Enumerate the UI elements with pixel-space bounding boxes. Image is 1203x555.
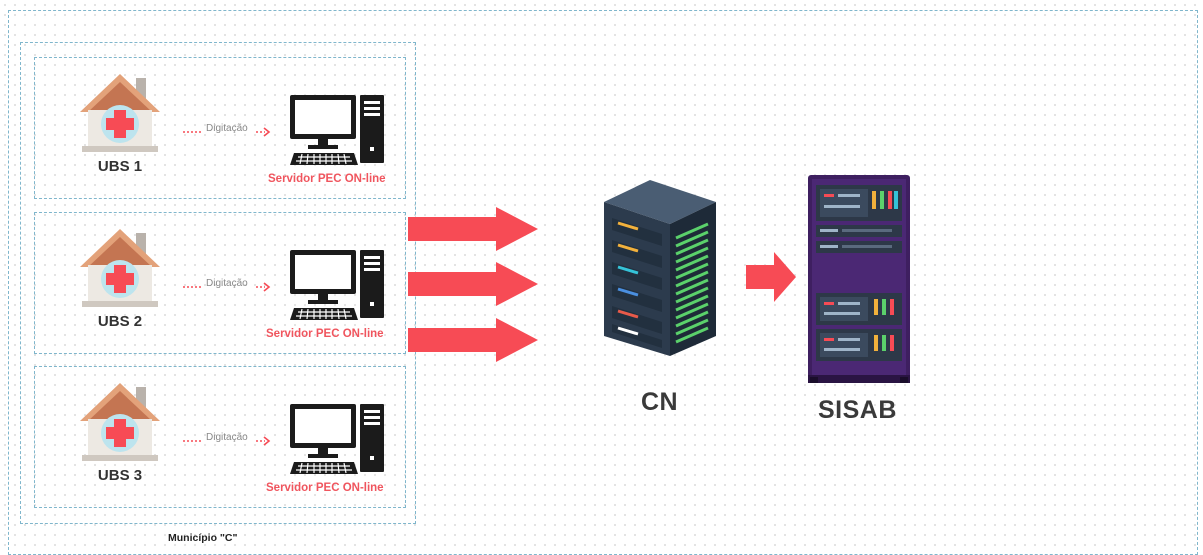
municipality-label: Município "C": [168, 532, 238, 544]
server-computer-wrapper: [288, 248, 388, 327]
dotted-arrow-icon: [256, 436, 271, 446]
entry-label: Digitação: [206, 432, 248, 443]
arrow-right-icon: [746, 252, 796, 302]
server-label: Servidor PEC ON-line: [268, 173, 386, 185]
ubs-frame: [34, 212, 406, 354]
entry-flow-lead: [183, 124, 205, 142]
desktop-computer-icon: [290, 250, 384, 320]
dotted-arrow-icon: [256, 282, 271, 292]
health-clinic-house-icon: [80, 383, 160, 461]
ubs-frame: [34, 57, 406, 199]
central-node-label: CN: [641, 388, 679, 416]
entry-label: Digitação: [206, 278, 248, 289]
sisab-label: SISAB: [818, 396, 897, 424]
ubs-house-wrapper: [78, 72, 162, 157]
server-cabinet-icon: [808, 175, 910, 383]
server-label: Servidor PEC ON-line: [266, 482, 384, 494]
server-computer-wrapper: [288, 402, 388, 481]
entry-flow-arrow: [256, 433, 272, 451]
entry-flow-lead: [183, 279, 205, 297]
arrow-right-icon: [408, 262, 538, 306]
health-clinic-house-icon: [80, 74, 160, 152]
dotted-arrow-icon: [256, 127, 271, 137]
entry-flow-arrow: [256, 124, 272, 142]
ubs-house-wrapper: [78, 227, 162, 312]
ubs-house-wrapper: [78, 381, 162, 466]
arrow-right-icon: [408, 207, 538, 251]
ubs-name-label: UBS 2: [97, 313, 143, 330]
dotted-line-icon: [183, 440, 203, 442]
dotted-line-icon: [183, 131, 203, 133]
dotted-line-icon: [183, 286, 203, 288]
ubs-name-label: UBS 3: [97, 467, 143, 484]
ubs-frame: [34, 366, 406, 508]
desktop-computer-icon: [290, 404, 384, 474]
ubs-name-label: UBS 1: [97, 158, 143, 175]
health-clinic-house-icon: [80, 229, 160, 307]
entry-flow-arrow: [256, 279, 272, 297]
arrow-right-icon: [408, 318, 538, 362]
desktop-computer-icon: [290, 95, 384, 165]
server-rack-icon: [604, 180, 716, 356]
server-label: Servidor PEC ON-line: [266, 328, 384, 340]
entry-label: Digitação: [206, 123, 248, 134]
server-computer-wrapper: [288, 93, 388, 172]
entry-flow-lead: [183, 433, 205, 451]
